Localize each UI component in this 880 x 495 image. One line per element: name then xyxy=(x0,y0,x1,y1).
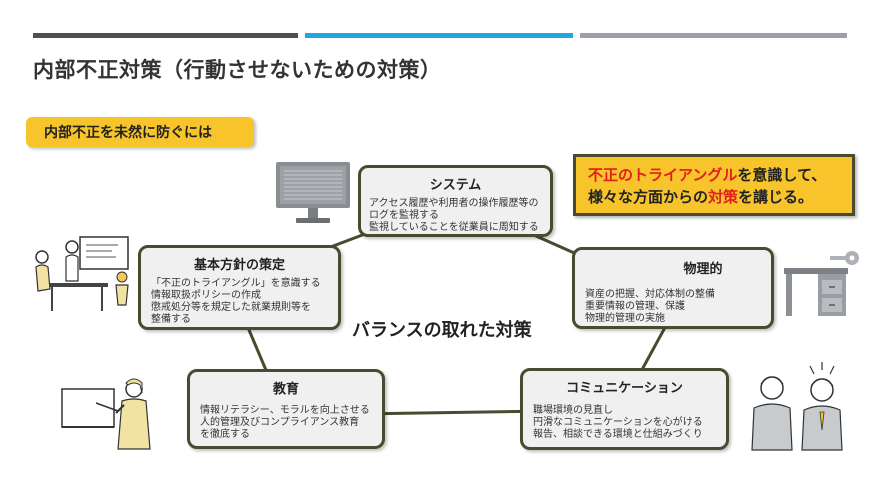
callout-text: 様々な方面からの xyxy=(588,188,709,206)
card-physical-line: 重要情報の管理、保護 xyxy=(585,301,685,312)
card-communication-line: 円滑なコミュニケーションを心がける xyxy=(533,417,703,428)
card-education: 教育 情報リテラシー、モラルを向上させる 人的管理及びコンプライアンス教育 を徹… xyxy=(187,369,385,449)
card-education-line: を徹底する xyxy=(200,429,250,440)
desk-key-icon xyxy=(784,251,859,316)
card-physical-title: 物理的 xyxy=(683,262,723,277)
card-policy-line: 懲戒処分等を規定した就業規則等を xyxy=(151,302,311,313)
callout-highlight: 対策 xyxy=(708,188,739,206)
card-physical-line: 物理的管理の実施 xyxy=(585,313,665,324)
monitor-icon xyxy=(276,162,350,223)
card-system-title: システム xyxy=(429,178,482,193)
callout-box: 不正のトライアングルを意識して、 様々な方面からの対策を講じる。 xyxy=(573,154,855,216)
card-communication-line: 職場環境の見直し xyxy=(533,405,613,416)
card-policy-line: 「不正のトライアングル」を意識する xyxy=(151,278,321,289)
top-bar-dark xyxy=(33,33,298,38)
card-education-title: 教育 xyxy=(272,382,299,397)
center-label: バランスの取れた対策 xyxy=(352,320,532,341)
card-system-line: アクセス履歴や利用者の操作履歴等の xyxy=(369,198,539,209)
card-physical-line: 資産の把握、対応体制の整備 xyxy=(585,289,715,300)
card-system-line: 監視していることを従業員に周知する xyxy=(369,222,539,233)
card-education-line: 人的管理及びコンプライアンス教育 xyxy=(200,417,360,428)
top-bar-gray xyxy=(580,33,847,38)
callout-text: を意識して、 xyxy=(737,166,827,184)
card-system-line: ログを監視する xyxy=(369,210,439,221)
top-bar-blue xyxy=(305,33,573,38)
callout-text: を講じる。 xyxy=(738,188,814,206)
callout-highlight: 不正のトライアングル xyxy=(588,166,738,184)
card-system: システム アクセス履歴や利用者の操作履歴等の ログを監視する 監視していることを… xyxy=(358,165,553,237)
card-policy-line: 整備する xyxy=(151,314,191,325)
card-policy-line: 情報取扱ポリシーの作成 xyxy=(151,290,261,301)
card-communication-line: 報告、相談できる環境と仕組みづくり xyxy=(533,429,703,440)
intro-tag: 内部不正を未然に防ぐには xyxy=(26,117,254,147)
card-policy: 基本方針の策定 「不正のトライアングル」を意識する 情報取扱ポリシーの作成 懲戒… xyxy=(138,245,341,330)
page-title: 内部不正対策（行動させないための対策） xyxy=(33,58,442,82)
card-education-line: 情報リテラシー、モラルを向上させる xyxy=(200,405,370,416)
card-physical: 物理的 資産の把握、対応体制の整備 重要情報の管理、保護 物理的管理の実施 xyxy=(572,247,774,329)
card-communication-title: コミュニケーション xyxy=(566,381,683,396)
teacher-icon xyxy=(61,378,151,450)
two-people-talking-icon xyxy=(751,362,843,451)
card-policy-title: 基本方針の策定 xyxy=(193,258,285,273)
card-communication: コミュニケーション 職場環境の見直し 円滑なコミュニケーションを心がける 報告、… xyxy=(520,368,729,450)
meeting-people-icon xyxy=(35,236,129,311)
